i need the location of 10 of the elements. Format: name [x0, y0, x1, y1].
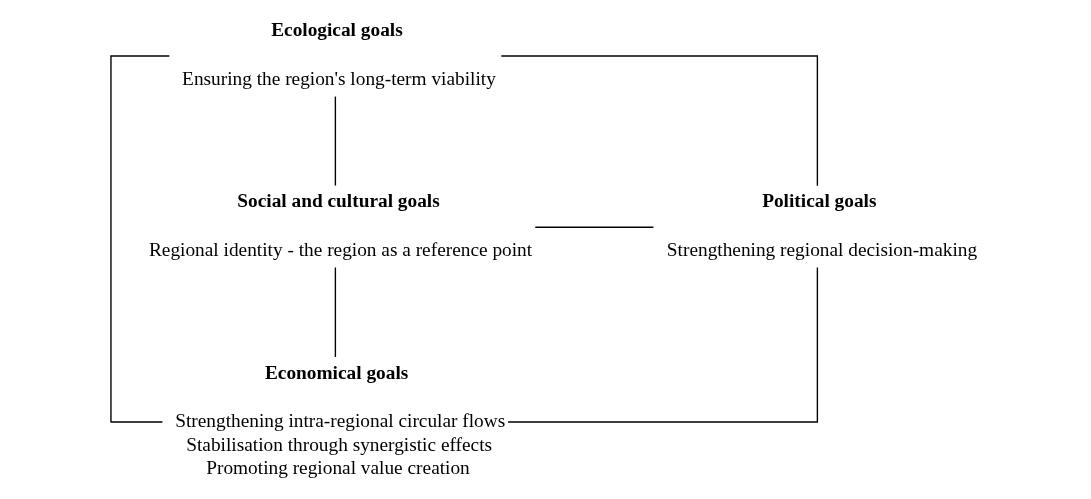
node-text: Social and cultural goals Regional identity - the region as a reference point	[148, 189, 532, 260]
node-text: Ecological goals Ensuring the region's long-term viability	[181, 18, 496, 89]
connector	[334, 95, 336, 186]
connector	[334, 266, 336, 358]
node-text: Economical goals Strengthening intra-regional circular flows Stabilisation through synergistic effects Promoting regional value creation	[174, 361, 505, 478]
connector	[506, 266, 818, 423]
connector	[500, 54, 818, 186]
node-text: Political goals Strengthening regional decision-making	[666, 189, 977, 260]
connector	[109, 54, 170, 423]
connector	[534, 226, 654, 228]
